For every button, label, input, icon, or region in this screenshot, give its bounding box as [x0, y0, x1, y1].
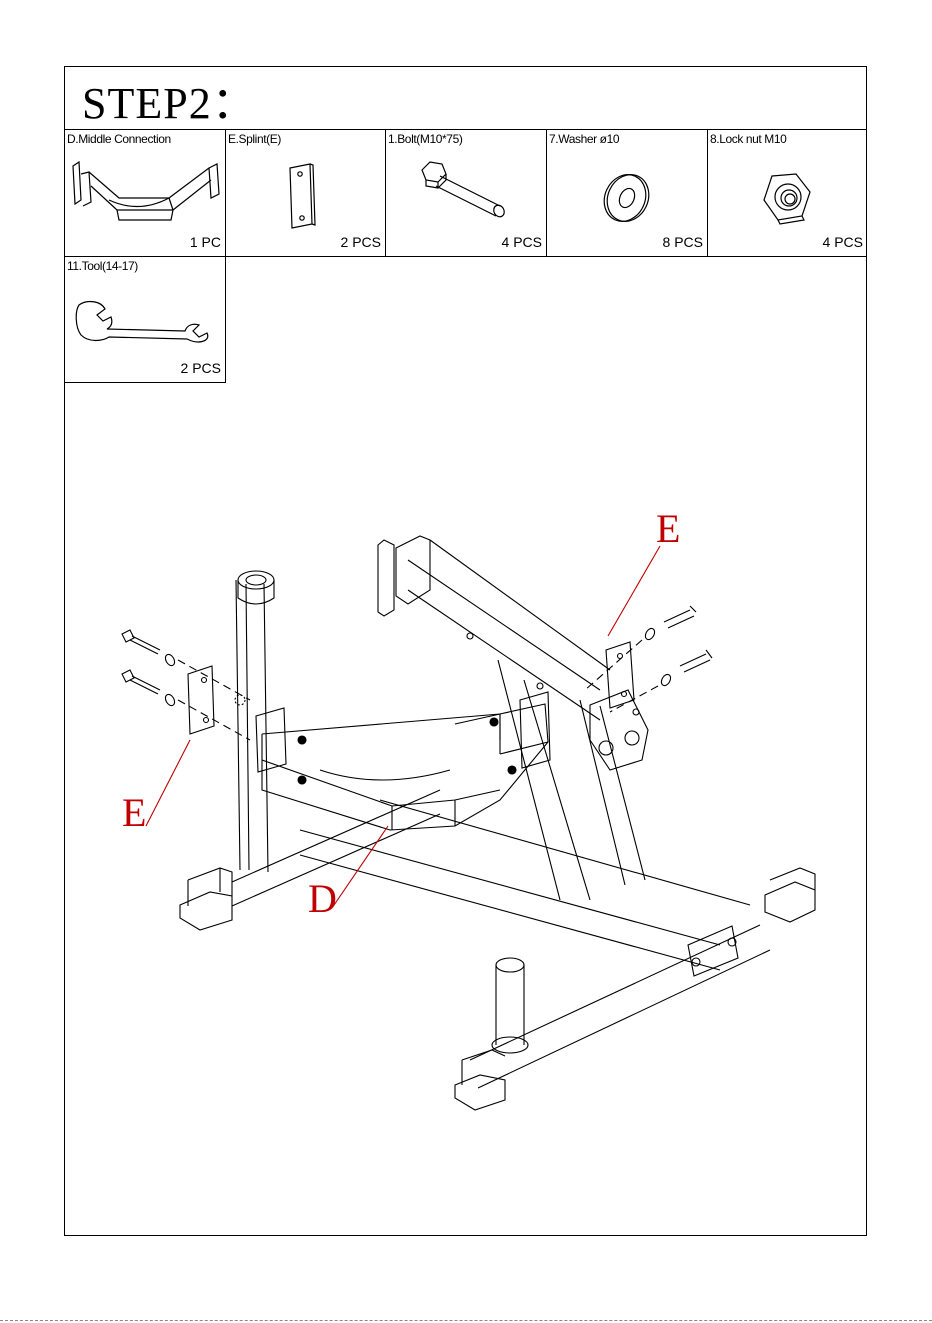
assembly-drawing: E E D — [66, 384, 866, 1234]
callout-label-middle-connection: D — [308, 876, 337, 921]
part-label: 1.Bolt(M10*75) — [388, 132, 462, 146]
left-bolts — [122, 630, 250, 740]
lock-nut-icon — [758, 170, 814, 226]
part-qty: 4 PCS — [823, 234, 863, 250]
part-cell-middle-connection: D.Middle Connection 1 PC — [65, 130, 225, 256]
middle-connection-drawing — [256, 692, 550, 830]
upper-arm — [378, 536, 645, 900]
diagonal-base-bar — [300, 800, 770, 1088]
part-cell-washer: 7.Washer ø10 8 PCS — [547, 130, 707, 256]
splint-icon — [284, 162, 318, 232]
part-qty: 8 PCS — [663, 234, 703, 250]
back-right-foot — [765, 868, 815, 922]
front-base-foot — [455, 1050, 505, 1110]
part-qty: 2 PCS — [181, 360, 221, 376]
page-bottom-edge — [0, 1320, 932, 1321]
left-splint-drawing — [188, 666, 214, 734]
bolt-icon — [416, 158, 512, 224]
left-upright-post — [235, 571, 274, 872]
part-cell-splint: E.Splint(E) 2 PCS — [226, 130, 385, 256]
part-qty: 4 PCS — [502, 234, 542, 250]
part-label: E.Splint(E) — [228, 132, 281, 146]
part-cell-lock-nut: 8.Lock nut M10 4 PCS — [708, 130, 867, 256]
callout-label-splint-left: E — [122, 790, 146, 835]
part-label: D.Middle Connection — [67, 132, 171, 146]
step-title: STEP2： — [82, 78, 257, 130]
part-label: 11.Tool(14-17) — [67, 259, 138, 273]
middle-connection-icon — [69, 154, 223, 234]
right-splint-drawing — [606, 642, 634, 708]
part-cell-bolt: 1.Bolt(M10*75) 4 PCS — [386, 130, 546, 256]
part-qty: 2 PCS — [341, 234, 381, 250]
right-bracket — [590, 690, 648, 770]
washer-icon — [601, 168, 653, 228]
wrench-icon — [73, 297, 219, 343]
part-qty: 1 PC — [190, 234, 221, 250]
plate-holder-post — [492, 958, 528, 1053]
part-label: 7.Washer ø10 — [549, 132, 619, 146]
parts-row2-divider — [64, 382, 226, 383]
callout-label-splint-right: E — [656, 506, 680, 551]
part-label: 8.Lock nut M10 — [710, 132, 786, 146]
right-bolts — [585, 606, 712, 712]
part-cell-tool: 11.Tool(14-17) 2 PCS — [65, 257, 225, 382]
